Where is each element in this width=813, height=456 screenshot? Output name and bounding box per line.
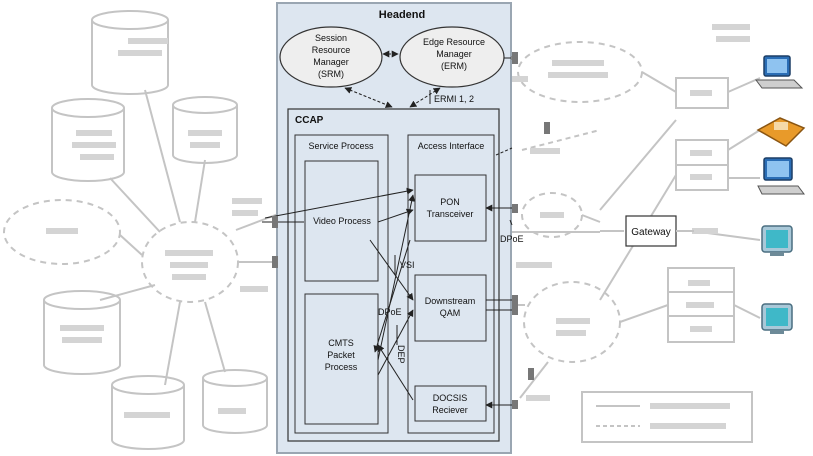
ghost-right-network [512, 41, 761, 443]
tv-icon [761, 303, 793, 334]
docsis-label-line2: Reciever [432, 405, 468, 415]
dep-label: DEP [396, 345, 406, 364]
cmts-process-box [304, 293, 379, 425]
gateway-label: Gateway [631, 227, 670, 238]
pon-label-line2: Transceiver [427, 209, 474, 219]
access-interface-title: Access Interface [418, 141, 485, 151]
srm-label-line1: Session [315, 33, 347, 43]
erm-label-line1: Edge Resource [423, 37, 485, 47]
ghost-legend [581, 391, 753, 443]
computer-icon [757, 157, 805, 195]
cmts-label-line3: Process [325, 362, 358, 372]
qam-label-line2: QAM [440, 308, 461, 318]
service-process-title: Service Process [308, 141, 374, 151]
vsi-label: VSI [400, 260, 415, 270]
srm-node: Session Resource Manager (SRM) [279, 26, 383, 88]
cmts-label-line2: Packet [327, 350, 355, 360]
pon-transceiver-box [414, 174, 487, 242]
pon-label-line1: PON [440, 197, 460, 207]
docsis-label-line1: DOCSIS [433, 393, 468, 403]
boundary-markers [272, 52, 550, 409]
video-process-box [304, 160, 379, 282]
cmts-label-line1: CMTS [328, 338, 354, 348]
video-process-label: Video Process [313, 216, 371, 226]
srm-label-line2: Resource [312, 45, 351, 55]
ccap-title: CCAP [295, 115, 324, 126]
fax-icon [756, 117, 806, 147]
ghost-database-vod [202, 369, 268, 434]
dpoe-label: DPoE [378, 307, 402, 317]
headend-title: Headend [379, 9, 425, 21]
srm-label-line3: Manager [313, 57, 349, 67]
qam-label-line1: Downstream [425, 296, 476, 306]
dpoe-outside-label: DPoE [500, 234, 524, 244]
srm-ccap-link [344, 87, 393, 108]
docsis-receiver-box [414, 385, 487, 422]
tv-icon [761, 225, 793, 256]
erm-node: Edge Resource Manager (ERM) [399, 26, 505, 88]
erm-label-line2: Manager [436, 49, 472, 59]
ghost-database-lower-left [43, 290, 121, 375]
laptop-icon [755, 55, 804, 89]
ghost-right-labels [510, 24, 750, 429]
erm-ccap-link [409, 87, 441, 108]
ghost-left-labels [46, 38, 268, 418]
ghost-database-left [51, 98, 125, 182]
ermi-label: ERMI 1, 2 [434, 94, 474, 104]
srm-label-line4: (SRM) [318, 69, 344, 79]
ghost-box-top [675, 77, 729, 109]
ghost-database-bottom [111, 375, 185, 450]
ghost-database-top [91, 10, 169, 95]
erm-label-line3: (ERM) [441, 61, 467, 71]
ghost-left-network [3, 10, 279, 450]
ghost-cloud [3, 199, 121, 265]
gateway: Gateway [600, 215, 694, 247]
downstream-qam-box [414, 274, 487, 342]
